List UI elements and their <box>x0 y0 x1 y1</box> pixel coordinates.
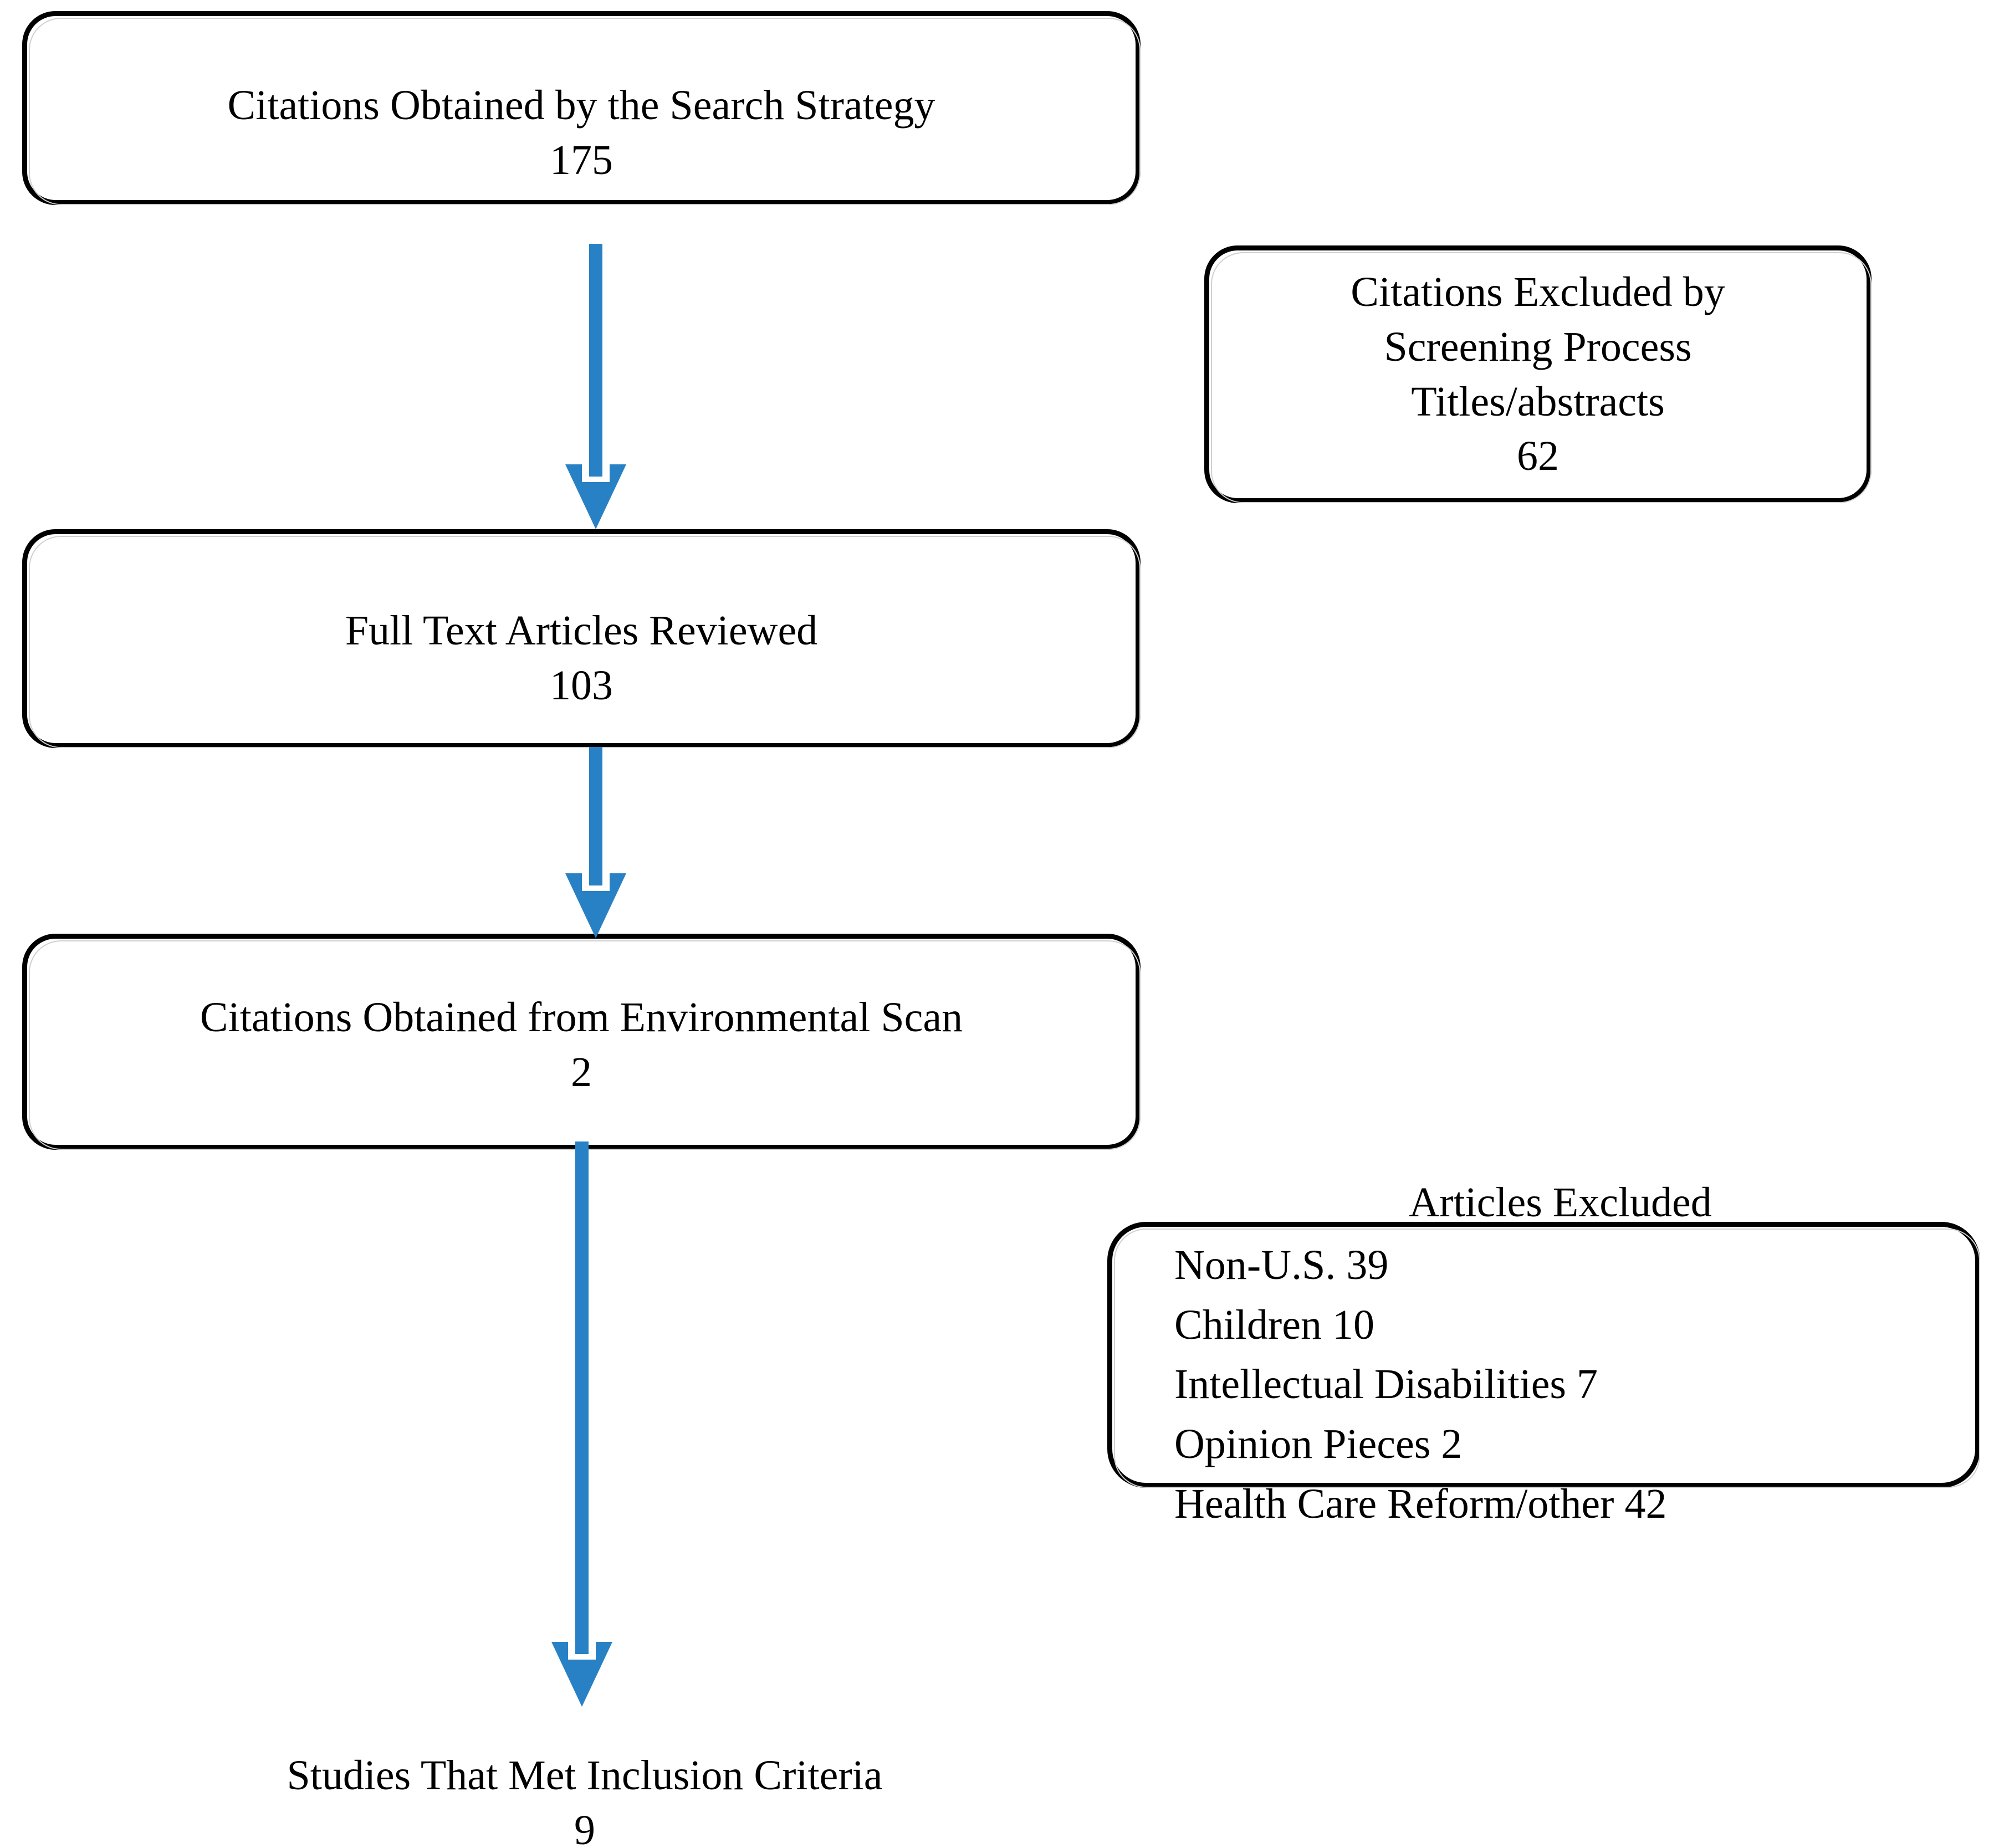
studies-met-inclusion-criteria-label: Studies That Met Inclusion Criteria 9 <box>287 1752 883 1848</box>
articles-excluded-reason-children: Children 10 <box>1174 1301 1374 1348</box>
box-articles-excluded: Articles Excluded Non-U.S. 39 Children 1… <box>1107 1179 1980 1527</box>
arrow-envscan-to-studies-icon <box>535 1141 629 1707</box>
box-articles-excluded-title: Articles Excluded <box>1409 1179 1712 1226</box>
box-articles-excluded-list: Non-U.S. 39 Children 10 Intellectual Dis… <box>1174 1236 1666 1535</box>
box-full-text-articles-reviewed: Full Text Articles Reviewed 103 <box>22 529 1141 748</box>
box-citations-search-strategy: Citations Obtained by the Search Strateg… <box>22 11 1141 205</box>
box-citations-excluded-screening: Citations Excluded by Screening Process … <box>1204 245 1872 503</box>
arrow-search-to-fulltext-icon <box>549 244 643 529</box>
box-citations-search-strategy-text: Citations Obtained by the Search Strateg… <box>227 82 935 183</box>
articles-excluded-reason-intellectual-disabilities: Intellectual Disabilities 7 <box>1174 1361 1598 1408</box>
box-full-text-articles-reviewed-text: Full Text Articles Reviewed 103 <box>345 607 818 709</box>
box-citations-excluded-screening-text: Citations Excluded by Screening Process … <box>1351 268 1725 480</box>
articles-excluded-reason-non-us: Non-U.S. 39 <box>1174 1241 1389 1288</box>
box-citations-environmental-scan: Citations Obtained from Environmental Sc… <box>22 934 1141 1150</box>
box-citations-environmental-scan-text: Citations Obtained from Environmental Sc… <box>200 994 963 1096</box>
articles-excluded-reason-health-care-reform: Health Care Reform/other 42 <box>1174 1481 1667 1528</box>
articles-excluded-reason-opinion-pieces: Opinion Pieces 2 <box>1174 1421 1463 1468</box>
arrow-fulltext-to-envscan-icon <box>549 747 643 938</box>
